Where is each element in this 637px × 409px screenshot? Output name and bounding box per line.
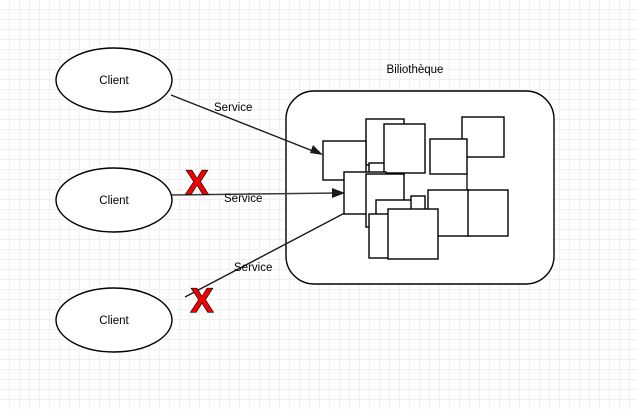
blocked-x-icon: X	[191, 282, 214, 320]
client-ellipse[interactable]	[55, 47, 173, 113]
library-group-label: Biliothèque	[387, 64, 444, 76]
library-box	[429, 138, 468, 175]
client-label: Client	[99, 195, 129, 207]
client-ellipse[interactable]	[55, 287, 173, 353]
edge-label-service-2: Service	[224, 193, 262, 205]
actor-client-1[interactable]: Client	[55, 47, 173, 113]
client-ellipse[interactable]	[55, 167, 173, 233]
library-box	[387, 208, 439, 260]
arrowhead-service-1	[310, 145, 323, 155]
client-label: Client	[99, 75, 129, 87]
library-box	[467, 189, 509, 237]
library-box	[383, 123, 426, 174]
edge-label-service-3: Service	[234, 262, 272, 274]
connector-service-1	[170, 94, 319, 154]
library-inner-boxes	[322, 116, 509, 260]
connector-service-2	[169, 192, 340, 196]
client-label: Client	[99, 315, 129, 327]
connector-service-3	[184, 205, 359, 298]
arrowhead-service-2	[332, 188, 345, 198]
actor-client-3[interactable]: Client	[55, 287, 173, 353]
blocked-x-icon: X	[186, 164, 209, 202]
actor-client-2[interactable]: Client	[55, 167, 173, 233]
library-box	[461, 116, 505, 158]
edge-label-service-1: Service	[214, 102, 252, 114]
